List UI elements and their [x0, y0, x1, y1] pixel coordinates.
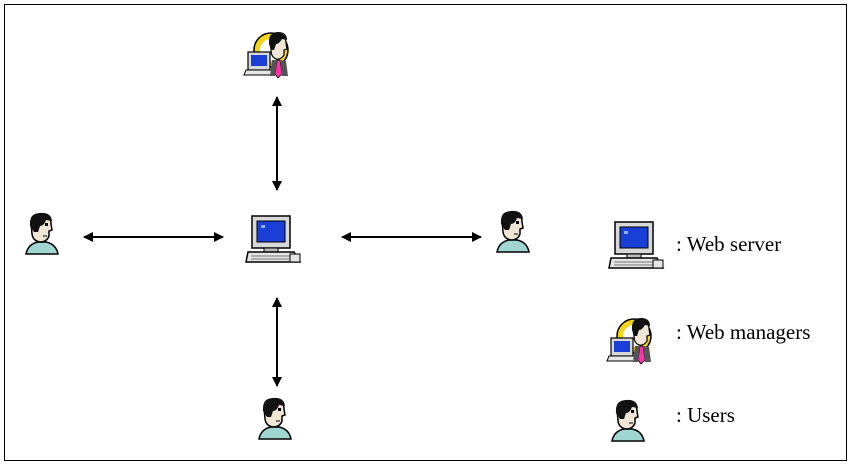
- web-server-node: [245, 215, 301, 263]
- legend-manager-icon: [606, 317, 652, 365]
- user-node-right: [496, 210, 530, 253]
- computer-icon: [245, 215, 301, 263]
- user-icon: [496, 210, 530, 253]
- legend-user-icon: [611, 399, 645, 442]
- user-node-bottom: [258, 397, 292, 440]
- manager-icon: [606, 317, 652, 365]
- legend-web-managers-label: : Web managers: [676, 320, 811, 344]
- web-manager-node: [243, 31, 289, 79]
- legend-users-label: : Users: [676, 403, 735, 427]
- user-icon: [25, 212, 59, 255]
- computer-icon: [608, 221, 664, 269]
- user-icon: [611, 399, 645, 442]
- user-node-left: [25, 212, 59, 255]
- manager-icon: [243, 31, 289, 79]
- legend-web-server-label: : Web server: [676, 232, 782, 256]
- user-icon: [258, 397, 292, 440]
- legend-server-icon: [608, 221, 664, 269]
